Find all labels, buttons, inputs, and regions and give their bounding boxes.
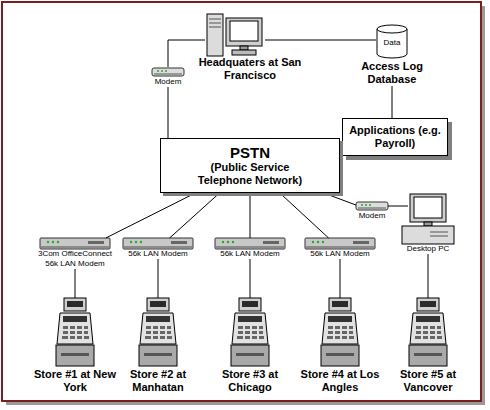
- modem-icon: [152, 68, 184, 76]
- frame: [2, 2, 481, 401]
- connector-line: [250, 193, 251, 238]
- node-label: Desktop PC: [396, 244, 460, 254]
- node-label: 56k LAN Modem: [208, 249, 292, 259]
- monitor-base: [232, 50, 256, 55]
- lan-modem-icon: [123, 238, 193, 249]
- icon-space: [305, 238, 375, 249]
- pos-terminal-icon: [321, 298, 359, 366]
- node-label: 56k LAN Modem: [116, 249, 200, 259]
- connector-line: [280, 193, 329, 238]
- modem: Modem: [356, 201, 388, 221]
- network-box: PSTN(Public Service Telephone Network): [160, 138, 340, 193]
- store-terminal: Store #2 at Manhatan: [138, 298, 178, 394]
- application-box: Applications (e.g. Payroll): [342, 118, 448, 156]
- node-label: Store #4 at Los Angles: [298, 368, 382, 394]
- icon-space: [408, 194, 448, 244]
- drive-bays: [209, 19, 221, 27]
- monitor: [226, 18, 262, 46]
- icon-space: [215, 238, 285, 249]
- connector-line: [324, 193, 356, 205]
- modem: Modem: [152, 67, 184, 87]
- icon-space: [123, 238, 193, 249]
- connector-line: [428, 254, 429, 298]
- node-label: 3Com OfficeConnect 56k LAN Modem: [33, 249, 117, 269]
- lan-modem: 56k LAN Modem: [215, 238, 285, 259]
- server-tower: [207, 14, 223, 56]
- connector-line: [75, 269, 76, 298]
- node-label: (Public Service Telephone Network): [188, 161, 312, 187]
- connector-line: [340, 259, 341, 298]
- pos-terminal-icon: [139, 298, 177, 366]
- connector-line: [170, 193, 220, 238]
- lan-modem-icon: [215, 238, 285, 249]
- store-terminal: Store #5 at Vancover: [408, 298, 448, 394]
- cylinder-top: [377, 25, 407, 33]
- headquarters-computer: Headquaters at San Francisco: [205, 12, 265, 82]
- lan-modem: 3Com OfficeConnect 56k LAN Modem: [40, 238, 110, 269]
- connector-line: [392, 86, 393, 118]
- icon-space: [356, 201, 388, 211]
- pos-terminal-icon: [409, 298, 447, 366]
- node-label: Store #2 at Manhatan: [116, 368, 200, 394]
- connector-line: [388, 206, 408, 207]
- node-label: Data: [376, 38, 408, 48]
- database-cylinder: DataAccess Log Database: [376, 24, 408, 86]
- node-label: Headquaters at San Francisco: [198, 56, 302, 82]
- desktop-computer: Desktop PC: [408, 194, 448, 254]
- icon-space: [152, 67, 184, 77]
- lan-modem-icon: [40, 238, 110, 249]
- icon-space: [40, 238, 110, 249]
- connector-line: [158, 259, 159, 298]
- monitor: [410, 194, 446, 222]
- pos-terminal-icon: [56, 298, 94, 366]
- icon-space: [205, 12, 265, 56]
- icon-space: [320, 298, 360, 368]
- store-terminal: Store #1 at New York: [55, 298, 95, 394]
- icon-space: [138, 298, 178, 368]
- node-label: Modem: [350, 211, 394, 221]
- icon-space: [230, 298, 270, 368]
- pos-terminal-icon: [231, 298, 269, 366]
- lan-modem-icon: [305, 238, 375, 249]
- desktop-case: [402, 226, 454, 244]
- node-label: Modem: [146, 77, 190, 87]
- lan-modem: 56k LAN Modem: [305, 238, 375, 259]
- modem-icon: [356, 202, 388, 210]
- node-label: Applications (e.g. Payroll): [349, 124, 441, 150]
- node-label: Store #5 at Vancover: [386, 368, 470, 394]
- connector-line: [168, 87, 169, 138]
- node-label: Store #3 at Chicago: [208, 368, 292, 394]
- drive-bays: [430, 232, 448, 236]
- monitor-screen: [230, 21, 258, 41]
- lan-modem: 56k LAN Modem: [123, 238, 193, 259]
- connector-line: [106, 193, 195, 238]
- node-label: PSTN: [165, 144, 335, 161]
- monitor-screen: [414, 197, 442, 218]
- node-label: Access Log Database: [350, 60, 434, 86]
- connector-line: [250, 259, 251, 298]
- connector-line: [265, 40, 376, 41]
- node-label: Store #1 at New York: [33, 368, 117, 394]
- store-terminal: Store #3 at Chicago: [230, 298, 270, 394]
- monitor-stand: [424, 222, 432, 226]
- icon-space: [408, 298, 448, 368]
- icon-space: [55, 298, 95, 368]
- monitor-stand: [240, 46, 248, 50]
- store-terminal: Store #4 at Los Angles: [320, 298, 360, 394]
- node-label: 56k LAN Modem: [298, 249, 382, 259]
